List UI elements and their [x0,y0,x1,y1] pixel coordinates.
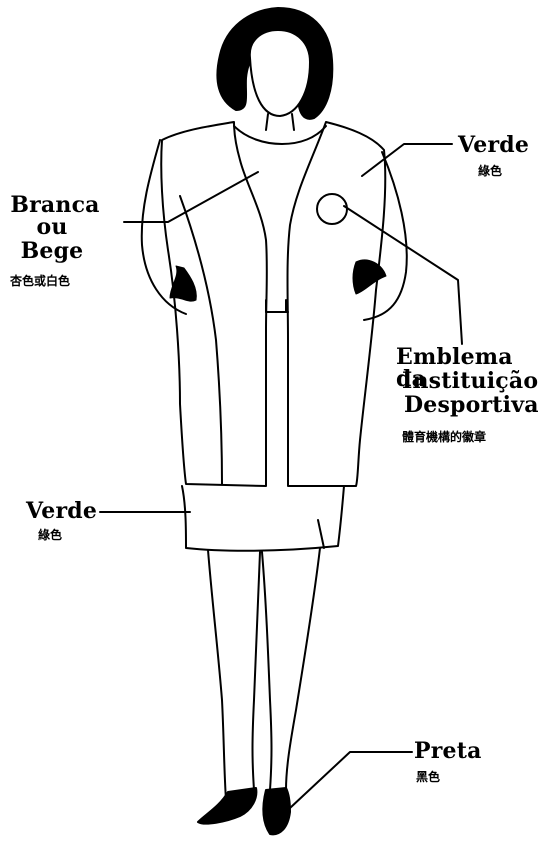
label-emblem-pt-2: Instituição [402,368,539,394]
neck [265,113,295,131]
label-skirt-zh: 綠色 [38,528,63,542]
label-skirt-pt: Verde [26,498,98,524]
blouse-neckline [233,125,327,145]
leader-jacket [361,143,453,177]
skirt-slit [317,519,325,549]
face [248,29,311,117]
blouse-body [265,299,287,313]
label-emblem-pt-3: Desportiva [404,392,539,418]
leader-emblem [343,205,463,345]
leader-shoes [289,751,413,809]
label-blouse-pt-1: Branca [10,192,100,218]
skirt [181,485,345,552]
label-blouse-zh: 杏色或白色 [10,274,71,288]
jacket-right-panel [286,121,387,487]
jacket-left-lapel [179,195,223,485]
left-arm [140,139,187,315]
label-blouse-pt-2: ou [36,214,68,240]
label-shoes-pt: Preta [414,738,482,764]
leader-blouse [123,171,259,223]
label-blouse-pt-3: Bege [20,238,84,264]
emblem-circle [316,193,348,225]
right-leg [285,547,321,791]
label-emblem-zh: 體育機構的徽章 [402,430,487,444]
left-hand [169,265,197,302]
left-leg [207,549,227,801]
jacket-left-panel [160,121,268,487]
right-arm [363,151,408,321]
label-jacket-zh: 綠色 [478,164,503,178]
label-shoes-zh: 黑色 [416,770,441,784]
left-shoe [197,787,258,825]
inner-legs [251,551,273,791]
right-shoe [262,787,291,836]
right-hand [352,259,387,295]
label-emblem-pt-1: Emblema da [396,344,513,392]
label-jacket-pt: Verde [458,132,530,158]
